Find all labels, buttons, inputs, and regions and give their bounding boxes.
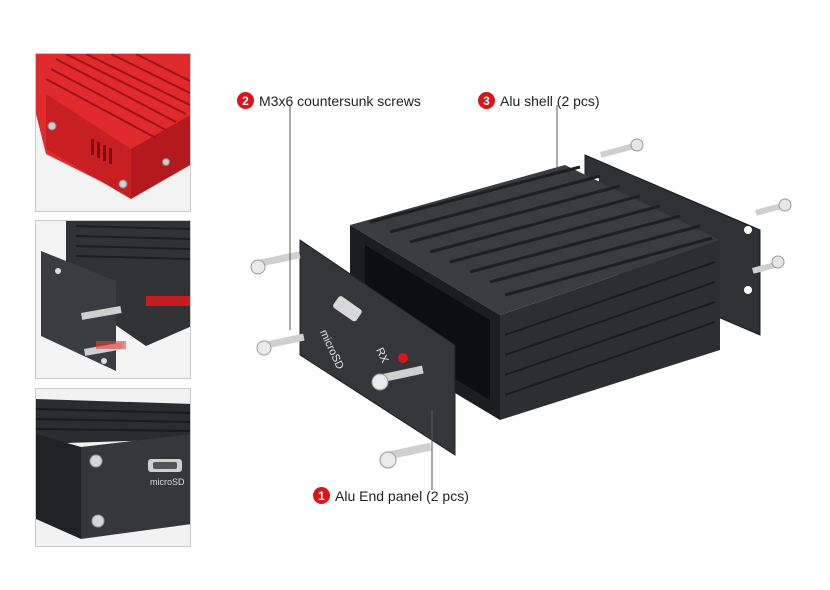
thumbnail-red-enclosure[interactable] [35, 53, 191, 212]
closeup-image [36, 389, 190, 546]
callout-label: M3x6 countersunk screws [259, 92, 421, 109]
back-screws [600, 138, 792, 274]
callout-label: Alu shell (2 pcs) [500, 92, 600, 109]
thumbnail-microsd-closeup[interactable]: microSD [35, 388, 191, 547]
exploded-view-illustration [250, 105, 792, 490]
callout-screws: 2 M3x6 countersunk screws [237, 92, 421, 109]
microsd-label-thumb: microSD [150, 477, 185, 487]
red-enclosure-image [36, 54, 190, 211]
callout-label: Alu End panel (2 pcs) [335, 487, 469, 504]
callout-number-badge: 1 [313, 487, 330, 504]
front-screws [250, 251, 432, 469]
assembly-image [36, 221, 190, 378]
thumbnail-assembly[interactable] [35, 220, 191, 379]
callout-end-panel: 1 Alu End panel (2 pcs) [313, 487, 469, 504]
callout-number-badge: 3 [478, 92, 495, 109]
callout-number-badge: 2 [237, 92, 254, 109]
callout-shell: 3 Alu shell (2 pcs) [478, 92, 600, 109]
